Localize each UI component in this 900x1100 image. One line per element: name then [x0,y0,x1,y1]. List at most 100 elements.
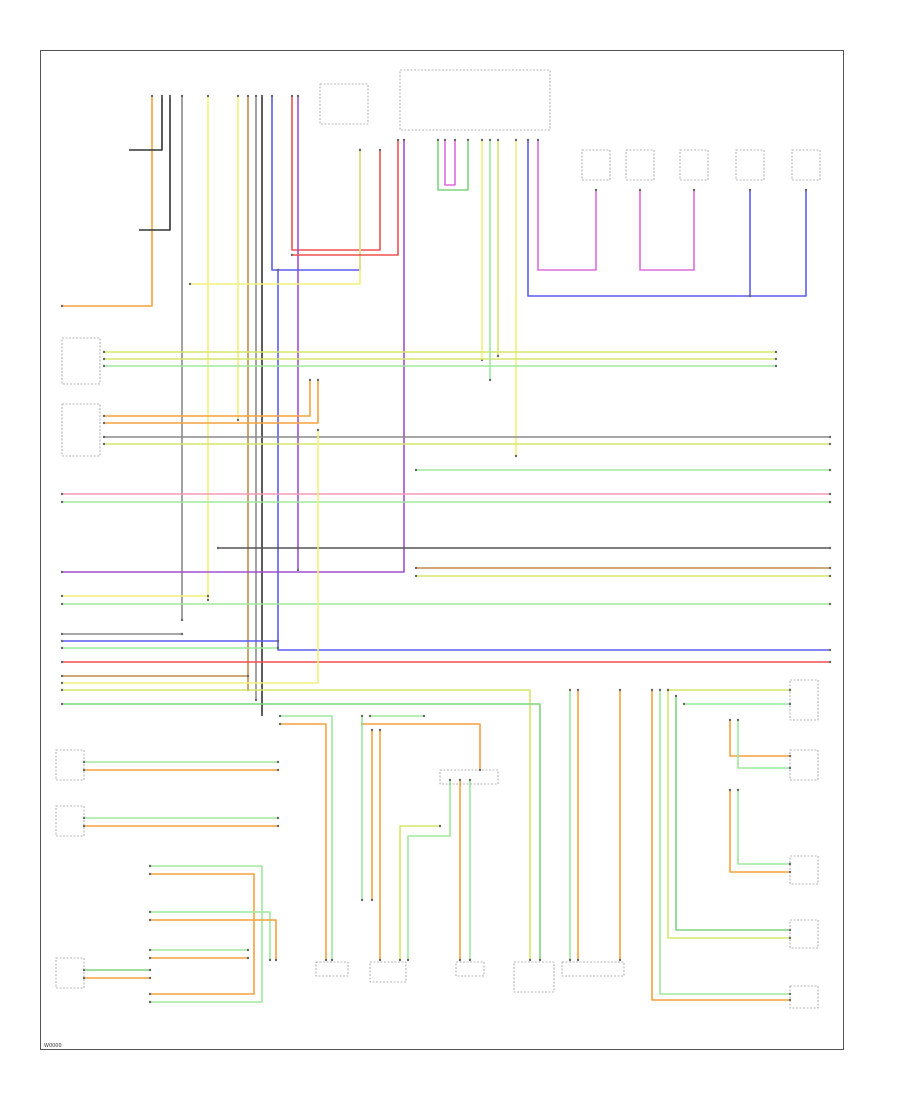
wire-orange-l-3 [150,873,255,995]
wire-yg-h-1-end-terminal [774,350,778,354]
wire-brown-h-9-end-terminal [246,674,250,678]
wire-green-r-10-start-terminal [736,718,740,722]
wire-magenta-box [444,140,456,186]
wire-orange-b-4-start-terminal [370,728,374,732]
wire-brown-h-1-end-terminal [828,566,832,570]
wire-red-main-start-terminal [396,138,400,142]
wire-green-r-12-start-terminal [736,788,740,792]
component-box-bottom-3 [455,961,485,977]
wire-violet-vert-end-terminal [296,568,300,572]
wire-orange-h-2 [104,380,319,424]
wire-layer [60,94,832,1004]
wire-green-r-12 [737,790,790,865]
wire-blue-right-start-terminal [526,138,530,142]
wire-magenta-right-1-start-terminal [536,138,540,142]
wire-gray-h-6-end-terminal [180,632,184,636]
wire-yg-vert-mid-end-terminal [496,354,500,358]
wire-red-vert [291,96,381,251]
wire-green-b-8-start-terminal [468,778,472,782]
wire-green-r-12-end-terminal [788,862,792,866]
component-box-right-2 [789,749,819,781]
wire-violet-vert-start-terminal [296,94,300,98]
wire-yg-h-2-end-terminal [774,357,778,361]
wire-red-main [292,140,399,256]
wire-orange-b-7-end-terminal [458,958,462,962]
wire-orange-l-3-start-terminal [148,872,152,876]
wire-green-b-1 [280,715,333,960]
wire-green-vert-mid-end-terminal [488,378,492,382]
wire-yellow-vert-2-start-terminal [236,94,240,98]
wire-green-l-3-start-terminal [148,864,152,868]
wire-blue-vert [271,96,361,271]
wire-green-r-10 [737,720,790,769]
component-box-bottom-2 [369,961,407,983]
component-box-right-top-4 [735,149,765,181]
wire-black-vert-1-start-terminal [260,94,264,98]
wire-yellow-h-5-end-terminal [206,594,210,598]
wire-yellow-h-5-start-terminal [60,594,64,598]
wire-yg-h-11-end-terminal [528,958,532,962]
wire-black-h-long-end-terminal [828,546,832,550]
wire-red-main-end-terminal [290,253,294,257]
wire-orange-r-3 [651,690,790,1001]
wire-green-b-1-end-terminal [330,958,334,962]
wire-orange-h-1 [104,380,311,417]
wire-orange-b-2 [362,723,481,770]
wire-orange-b-3-start-terminal [378,728,382,732]
wire-blue-long [277,270,830,651]
wire-gray-h-long-start-terminal [102,435,106,439]
wire-black-top-1-start-terminal [168,94,172,98]
page-code: W0000 [44,1043,62,1049]
wire-green-l-4-end-terminal [268,958,272,962]
wire-green-r-6-start-terminal [674,694,678,698]
wire-green-r-1-end-terminal [568,958,572,962]
wire-green-r-4-start-terminal [658,688,662,692]
wire-red-h-long-start-terminal [60,660,64,664]
wire-green-r-6 [675,696,790,931]
wire-orange-left-end-terminal [60,304,64,308]
wire-orange-b-3-end-terminal [378,958,382,962]
wire-yellow-vert-1-start-terminal [206,94,210,98]
wire-yg-h-11 [62,689,531,960]
wire-green-h-long-start-terminal [414,468,418,472]
wire-orange-h-1-start-terminal [102,414,106,418]
wire-green-l-3-end-terminal [148,1000,152,1004]
wire-orange-l-2-end-terminal [276,824,280,828]
wire-green-r-4 [659,690,790,995]
wire-lg-h-long-start-terminal [60,500,64,504]
wire-brown-h-1-start-terminal [414,566,418,570]
component-top-box-2 [399,69,551,131]
wire-green-box-start-terminal [436,138,440,142]
wire-green-h-long-end-terminal [828,468,832,472]
wire-green-l-3 [150,865,263,1003]
wire-blue-right-2-end-terminal [748,294,752,298]
wire-red-h-long-end-terminal [828,660,832,664]
wire-orange-r-3-start-terminal [650,688,654,692]
wire-black-top-1-end-terminal [138,228,142,232]
wire-yg-h-long-start-terminal [102,442,106,446]
wire-blue-right-2-start-terminal [748,188,752,192]
wire-black-top-1 [140,96,171,231]
wire-pink-h-long-start-terminal [60,492,64,496]
wire-orange-r-11 [729,790,790,873]
wire-green-l-4-start-terminal [148,910,152,914]
wire-gray-vert-2-end-terminal [254,698,258,702]
wire-green-l-5-end-terminal [246,948,250,952]
wire-lg-h-3-end-terminal [774,364,778,368]
wire-lg-h-8-start-terminal [60,646,64,650]
wire-green-b-3-end-terminal [360,898,364,902]
wire-yg-h-long-end-terminal [828,442,832,446]
wire-yg-h-11-start-terminal [60,688,64,692]
wire-blue-long-start-terminal [276,268,280,272]
wire-yg-vert-mid-start-terminal [496,138,500,142]
wire-brown-h-9-start-terminal [60,674,64,678]
wire-green-h-12-start-terminal [60,702,64,706]
wire-lg-h-long-end-terminal [828,500,832,504]
wire-blue-vert-start-terminal [270,94,274,98]
wire-orange-l-3-end-terminal [148,992,152,996]
wire-green-b-2-start-terminal [368,714,372,718]
wire-green-b-6 [407,780,451,960]
wire-black-h-long-start-terminal [216,546,220,550]
wire-green-l-1-end-terminal [276,760,280,764]
wire-yg-r-7-start-terminal [666,688,670,692]
